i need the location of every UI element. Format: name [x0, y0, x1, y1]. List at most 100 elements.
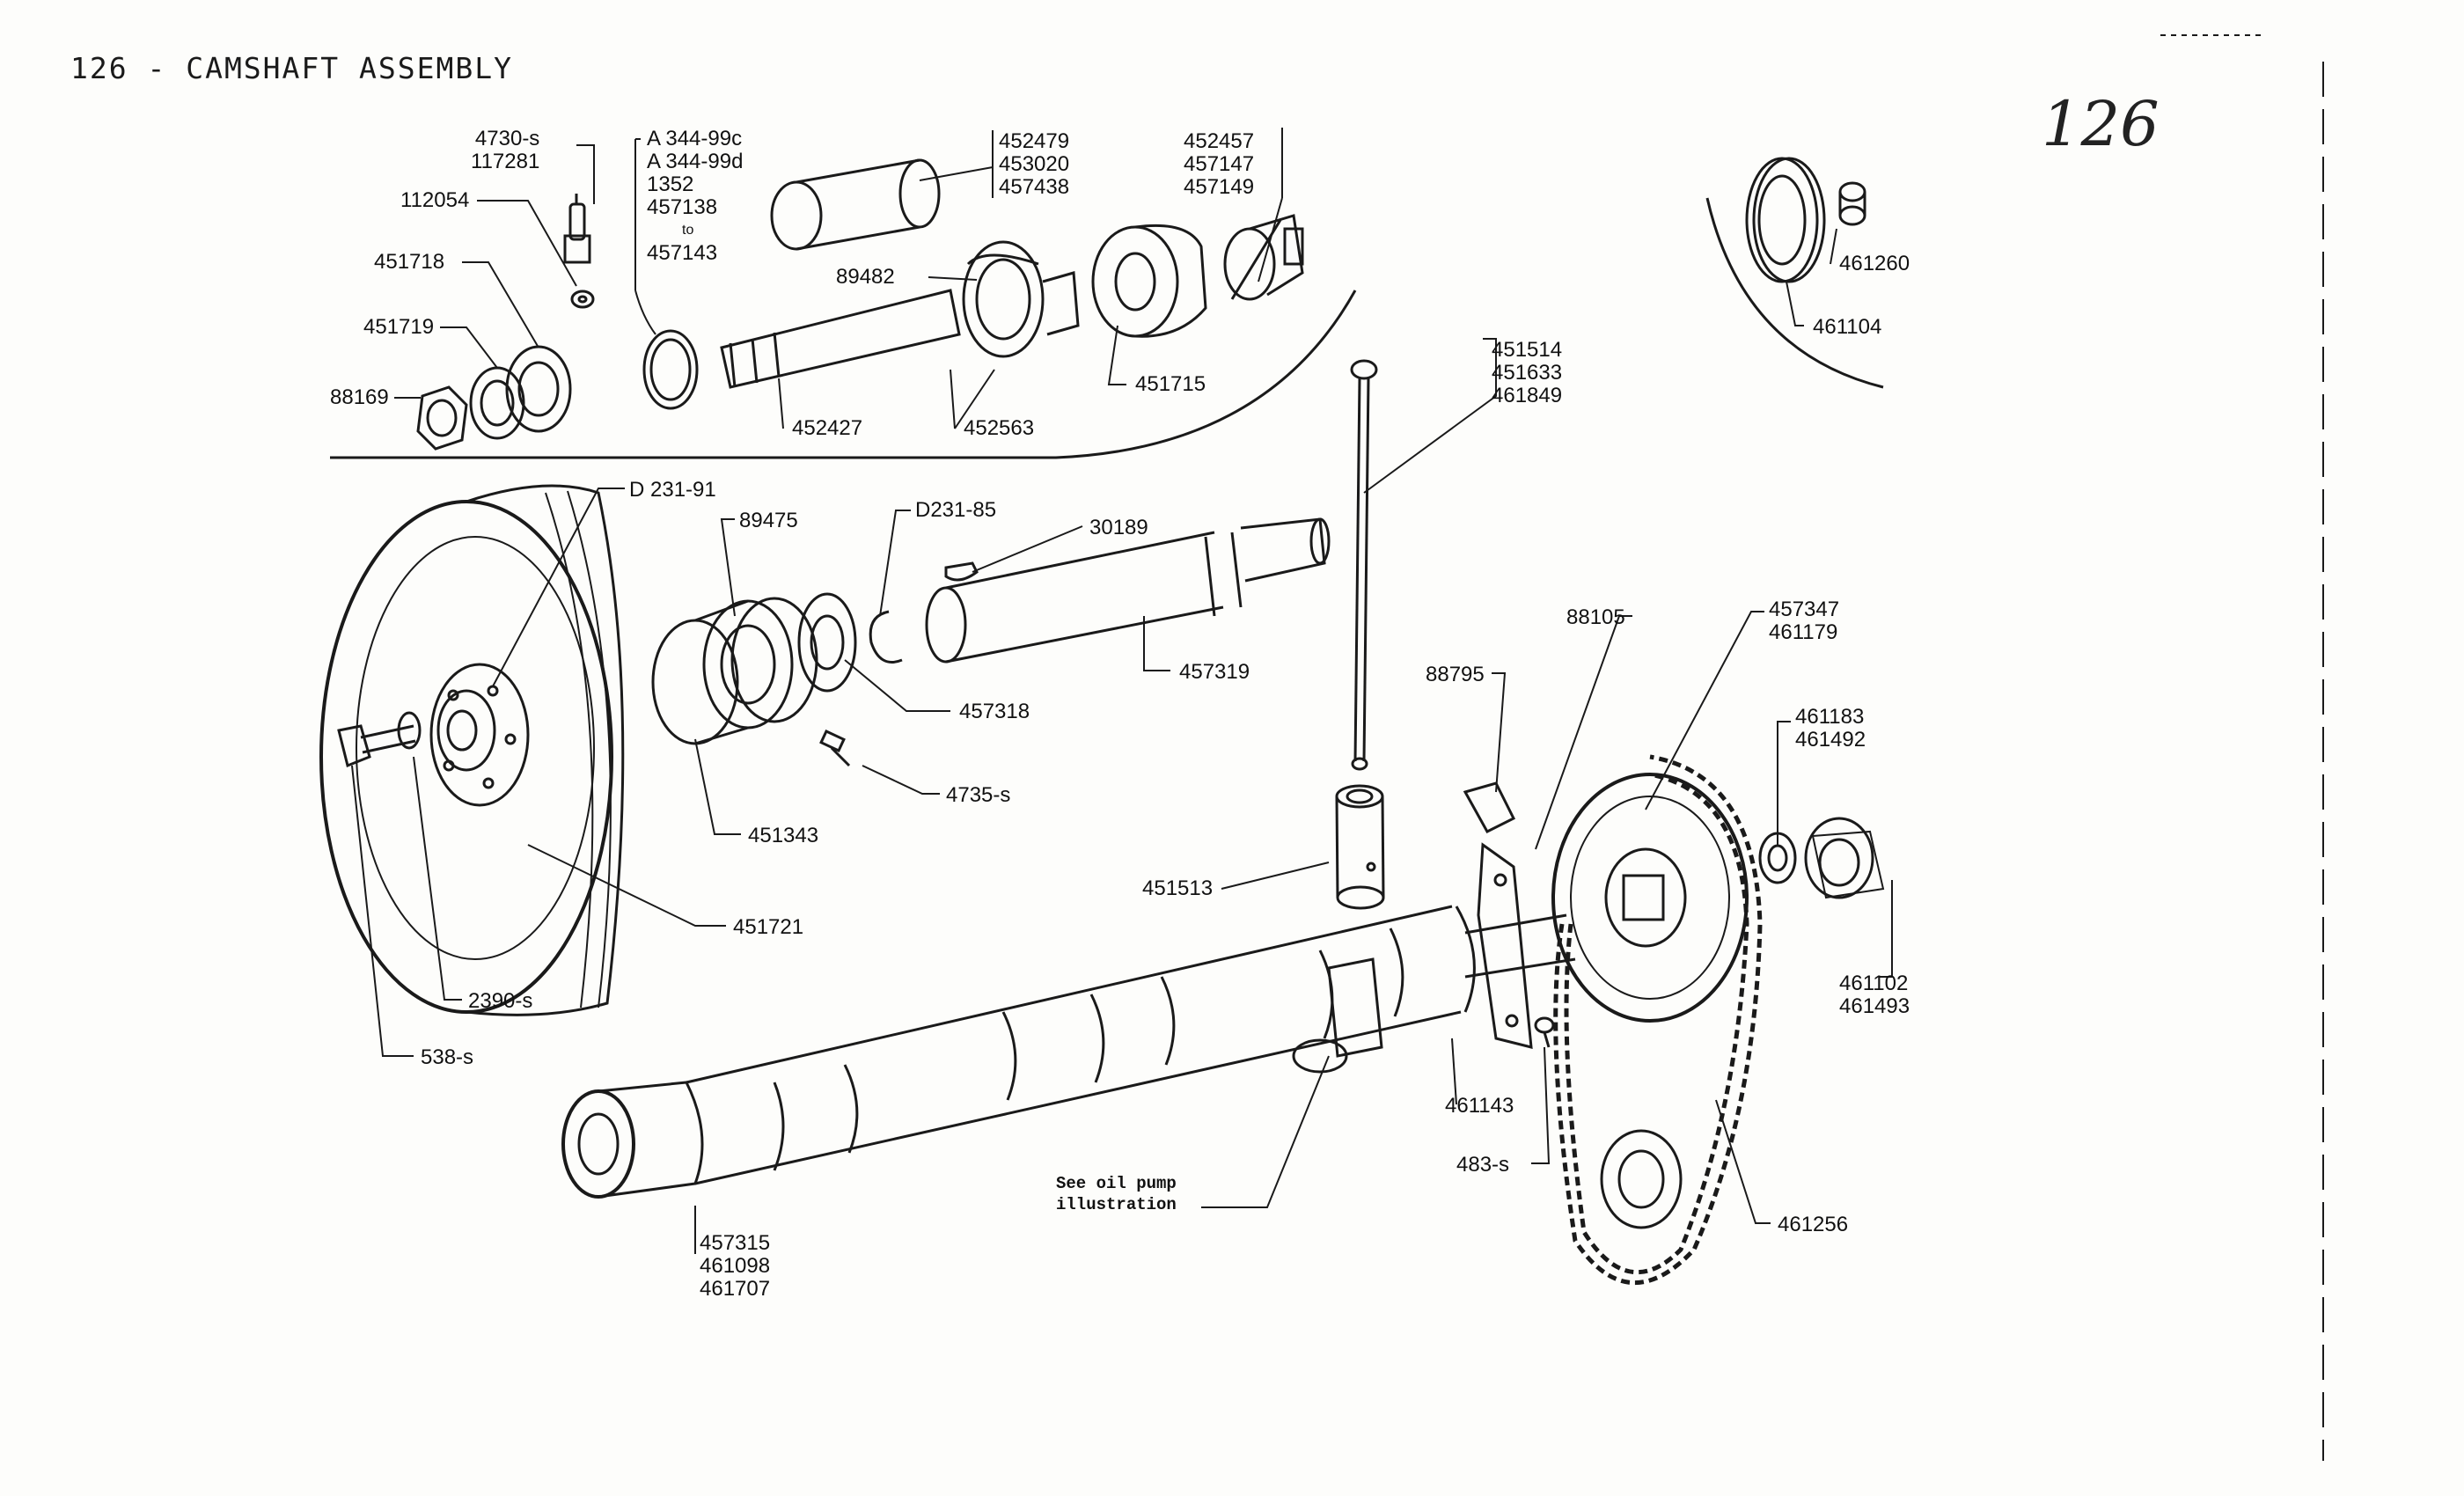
note-line: illustration	[1056, 1195, 1177, 1214]
part-label: 30189	[1089, 516, 1148, 539]
camshaft-nut	[1804, 817, 1885, 899]
fan-bearing	[651, 597, 818, 745]
cap-screw	[337, 724, 416, 768]
camshaft	[561, 905, 1576, 1199]
part-label: 451719	[363, 315, 435, 339]
part-label: 117281	[471, 150, 540, 173]
part-label: 461849	[1492, 384, 1563, 407]
part-label: 451514	[1492, 338, 1563, 362]
part-label: 457138	[647, 195, 718, 219]
hex-nut	[416, 385, 468, 451]
crank-sprocket	[1600, 1129, 1683, 1229]
push-rod	[1350, 359, 1378, 771]
part-label: 457147	[1184, 152, 1255, 176]
part-label: 88169	[330, 385, 389, 409]
part-label: 453020	[999, 152, 1070, 176]
handwritten-page-number: 126	[2042, 88, 2160, 160]
part-label: 461183	[1795, 705, 1865, 729]
part-label: 451633	[1492, 361, 1563, 385]
part-label: 452563	[964, 416, 1035, 440]
part-label: 457438	[999, 175, 1070, 199]
small-washer	[570, 290, 595, 309]
part-label: to	[682, 223, 694, 238]
washer	[397, 711, 422, 750]
oil-pump-note: See oil pump illustration	[1056, 1173, 1177, 1215]
part-label: 461104	[1813, 315, 1882, 339]
thrust-plate	[1477, 842, 1533, 1049]
part-label: 1352	[647, 172, 694, 196]
oil-fitting	[819, 730, 851, 767]
section-divider-arc	[330, 290, 1357, 459]
callout-sleeve: 452479 453020 457438	[999, 130, 1069, 199]
part-label: 461143	[1445, 1094, 1514, 1118]
callout-snap-ring: A 344-99c A 344-99d 1352 457138 to 45714…	[647, 128, 743, 265]
part-label: 112054	[400, 188, 470, 212]
part-label: D231-85	[915, 498, 997, 522]
part-label: 457347	[1769, 598, 1840, 621]
part-label: 461492	[1795, 728, 1866, 752]
part-label: 461098	[700, 1254, 771, 1278]
part-label: 452479	[999, 129, 1070, 153]
spacer-ring	[797, 592, 857, 693]
part-label: 451721	[733, 915, 804, 939]
oil-seal	[1745, 157, 1826, 283]
keyed-washer	[469, 366, 525, 440]
part-label: 457315	[700, 1231, 771, 1255]
tappet	[1335, 784, 1385, 910]
part-label: 457149	[1184, 175, 1255, 199]
part-label: 89475	[739, 509, 798, 532]
section-divider-arc-right	[1705, 197, 1884, 389]
callout-oil-slinger: 461183 461492	[1795, 706, 1866, 752]
grease-fitting	[563, 194, 591, 264]
clutch-piece	[1223, 214, 1304, 301]
part-label: 538-s	[421, 1045, 474, 1069]
fan-hub	[1091, 224, 1207, 338]
part-label: 452427	[792, 416, 863, 440]
bracket	[1463, 781, 1516, 833]
part-label: 457318	[959, 700, 1030, 723]
part-label: 457143	[647, 241, 718, 265]
part-label: 88105	[1566, 605, 1625, 629]
part-label: 2390-s	[468, 989, 533, 1013]
fan-drive-shaft	[925, 517, 1331, 664]
part-label: 461707	[700, 1277, 771, 1301]
woodruff-key	[944, 561, 979, 582]
part-label: A 344-99d	[647, 150, 744, 173]
part-label: 451715	[1135, 372, 1206, 396]
page-title: 126 - CAMSHAFT ASSEMBLY	[70, 51, 513, 85]
part-label: 88795	[1426, 663, 1485, 686]
fan-pulley	[319, 484, 625, 1016]
part-label: 451343	[748, 824, 819, 847]
lock-washer	[505, 345, 572, 433]
oil-pump-gear	[1292, 957, 1383, 1074]
timing-chain	[1553, 754, 1763, 1285]
part-label: 4730-s	[474, 127, 540, 150]
split-ring	[869, 610, 903, 664]
part-label: 4735-s	[946, 783, 1011, 807]
fan-shaft	[720, 240, 1080, 389]
callout-push-rod: 451514 451633 461849	[1492, 339, 1562, 407]
callout-camshaft-gear: 457347 461179	[1769, 598, 1839, 644]
part-label: 461493	[1839, 994, 1910, 1018]
callout-clutch: 452457 457147 457149	[1184, 130, 1254, 199]
callout-camshaft-nut: 461102 461493	[1839, 972, 1910, 1018]
part-label: 483-s	[1456, 1153, 1510, 1177]
part-label: 461102	[1839, 972, 1909, 995]
part-label: 452457	[1184, 129, 1255, 153]
part-label: 451513	[1142, 876, 1214, 900]
part-label: 451718	[374, 250, 445, 274]
part-label: D 231-91	[629, 478, 716, 502]
note-line: See oil pump	[1056, 1174, 1177, 1193]
part-label: 461260	[1839, 252, 1910, 275]
callout-grease-fitting: 4730-s 117281	[471, 128, 539, 173]
part-label: 457319	[1179, 660, 1250, 684]
part-label: 461256	[1778, 1213, 1849, 1236]
bolt	[1534, 1016, 1555, 1048]
part-label: A 344-99c	[647, 127, 743, 150]
callout-camshaft: 457315 461098 461707	[700, 1232, 770, 1301]
snap-ring	[642, 329, 699, 410]
plug	[1838, 181, 1866, 226]
part-label: 461179	[1769, 620, 1838, 644]
